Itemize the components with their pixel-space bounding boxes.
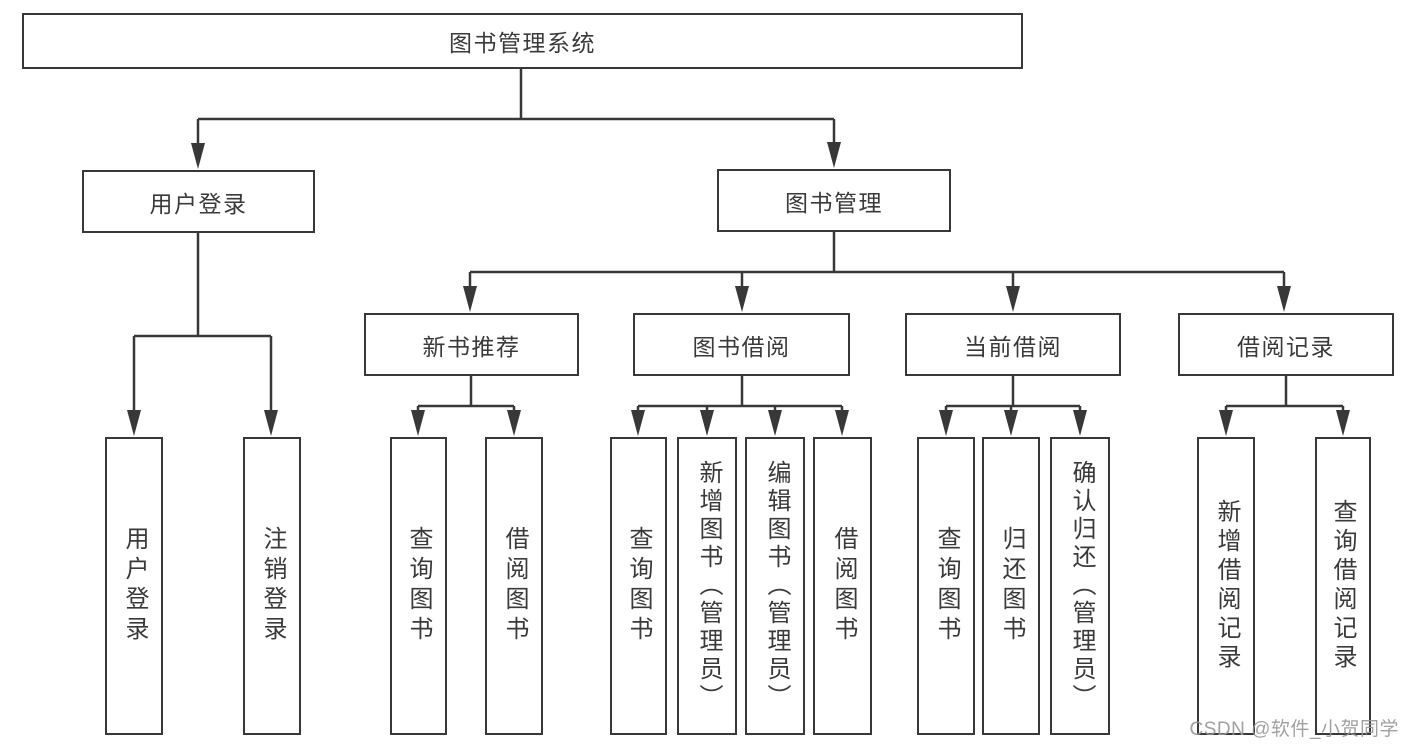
node-borrowing-records: 借阅记录 xyxy=(1178,313,1394,376)
leaf-query-books-current: 查询图书 xyxy=(917,437,975,735)
connector-newbooks-to-leaves xyxy=(416,376,516,415)
connector-login-to-leaves xyxy=(132,233,273,415)
node-book-management: 图书管理 xyxy=(717,169,951,232)
node-new-book-recommend: 新书推荐 xyxy=(364,313,579,376)
connector-root-to-level2 xyxy=(196,69,836,147)
leaf-return-books: 归还图书 xyxy=(982,437,1040,735)
leaf-add-borrow-record: 新增借阅记录 xyxy=(1197,437,1255,735)
leaf-logout: 注销登录 xyxy=(243,437,301,735)
csdn-watermark: CSDN @软件_小贺同学 xyxy=(1189,719,1399,740)
leaf-borrow-books-recommend: 借阅图书 xyxy=(485,437,543,735)
leaf-confirm-return-admin: 确认归还（管理员） xyxy=(1050,437,1110,735)
leaf-edit-books-admin: 编辑图书（管理员） xyxy=(745,437,805,735)
connector-borrowing-to-leaves xyxy=(636,376,844,415)
connector-mgmt-to-level3 xyxy=(468,232,1286,292)
leaf-user-login: 用户登录 xyxy=(105,437,163,735)
connector-records-to-leaves xyxy=(1224,376,1345,415)
leaf-query-books-borrowing: 查询图书 xyxy=(610,437,667,735)
node-current-borrowing: 当前借阅 xyxy=(905,313,1121,376)
node-root-system: 图书管理系统 xyxy=(22,13,1023,69)
leaf-query-books-recommend: 查询图书 xyxy=(390,437,447,735)
connector-current-to-leaves xyxy=(944,376,1082,415)
leaf-borrow-books-borrowing: 借阅图书 xyxy=(813,437,872,735)
leaf-add-books-admin: 新增图书（管理员） xyxy=(677,437,737,735)
leaf-query-borrow-record: 查询借阅记录 xyxy=(1315,437,1371,735)
node-book-borrowing: 图书借阅 xyxy=(633,313,850,376)
node-user-login: 用户登录 xyxy=(82,170,315,233)
